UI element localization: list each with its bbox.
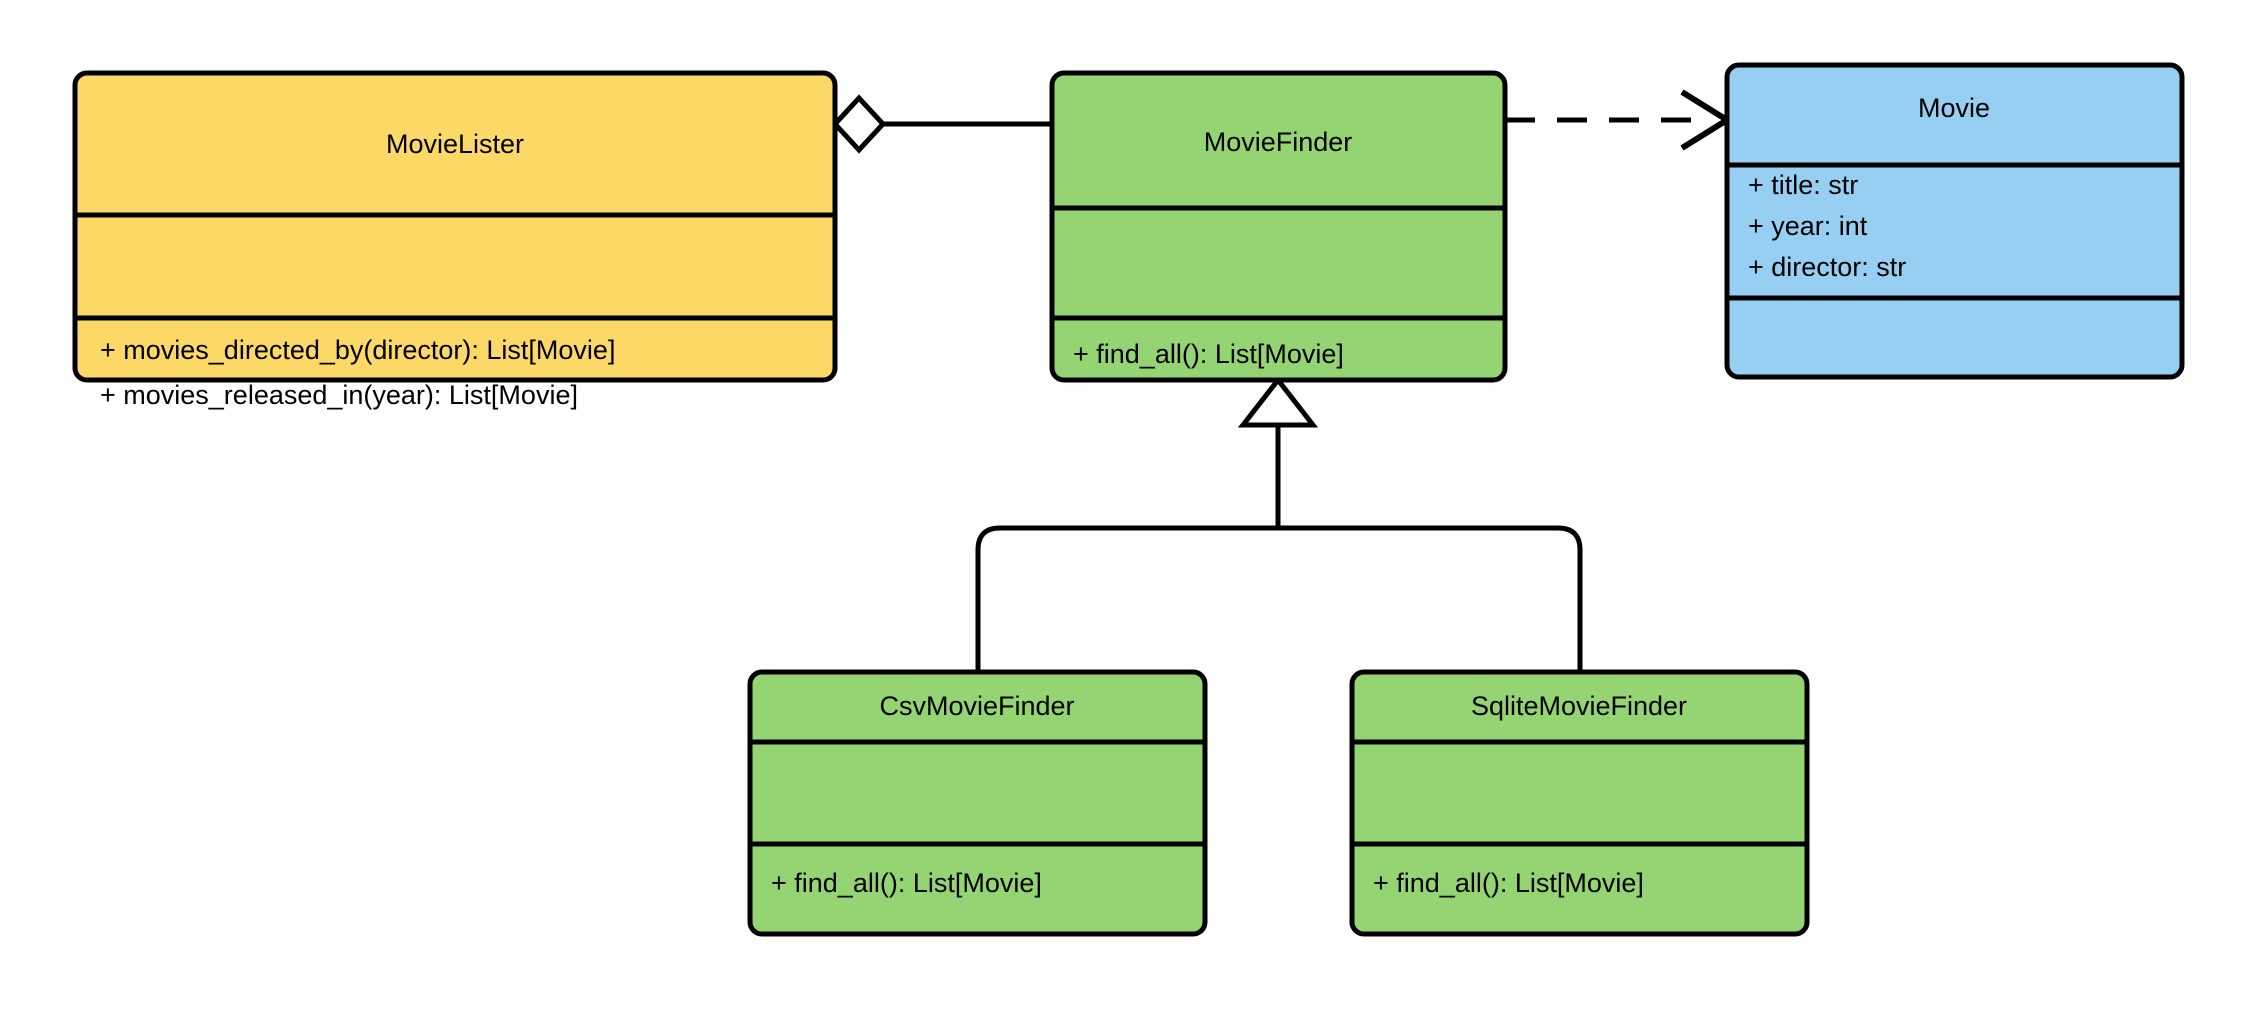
class-name-label: CsvMovieFinder bbox=[879, 691, 1074, 721]
class-method-label: + find_all(): List[Movie] bbox=[1073, 339, 1344, 369]
class-attribute-label: + year: int bbox=[1748, 211, 1868, 241]
class-name-label: MovieFinder bbox=[1204, 127, 1353, 157]
class-box-body bbox=[1349, 669, 1810, 937]
class-attribute-label: + title: str bbox=[1748, 170, 1858, 200]
hollow-triangle-icon bbox=[1237, 375, 1319, 428]
class-box-sqlite-movie-finder[interactable]: SqliteMovieFinder + find_all(): List[Mov… bbox=[1349, 669, 1810, 937]
class-box-movie[interactable]: Movie + title: str + year: int + directo… bbox=[1724, 62, 2185, 380]
hollow-diamond-icon bbox=[831, 94, 887, 154]
class-method-label: + movies_released_in(year): List[Movie] bbox=[100, 380, 578, 410]
relationship-generalization-group[interactable] bbox=[975, 375, 1583, 672]
class-attribute-label: + director: str bbox=[1748, 252, 1906, 282]
class-method-label: + find_all(): List[Movie] bbox=[1373, 868, 1644, 898]
class-method-label: + find_all(): List[Movie] bbox=[771, 868, 1042, 898]
class-box-movie-finder[interactable]: MovieFinder + find_all(): List[Movie] bbox=[1049, 70, 1508, 383]
class-name-label: Movie bbox=[1918, 93, 1990, 123]
class-box-body bbox=[72, 70, 838, 383]
generalization-branch-csv bbox=[975, 525, 1278, 672]
relationship-aggregation-lister-finder[interactable] bbox=[831, 94, 1052, 154]
class-box-body bbox=[1049, 70, 1508, 383]
relationship-dependency-finder-movie[interactable] bbox=[1505, 89, 1733, 151]
class-box-body bbox=[747, 669, 1208, 937]
generalization-branch-sqlite bbox=[1278, 525, 1583, 672]
class-box-csv-movie-finder[interactable]: CsvMovieFinder + find_all(): List[Movie] bbox=[747, 669, 1208, 937]
class-name-label: MovieLister bbox=[386, 129, 524, 159]
class-name-label: SqliteMovieFinder bbox=[1471, 691, 1687, 721]
class-box-movie-lister[interactable]: MovieLister + movies_directed_by(directo… bbox=[72, 70, 838, 410]
class-method-label: + movies_directed_by(director): List[Mov… bbox=[100, 335, 615, 365]
